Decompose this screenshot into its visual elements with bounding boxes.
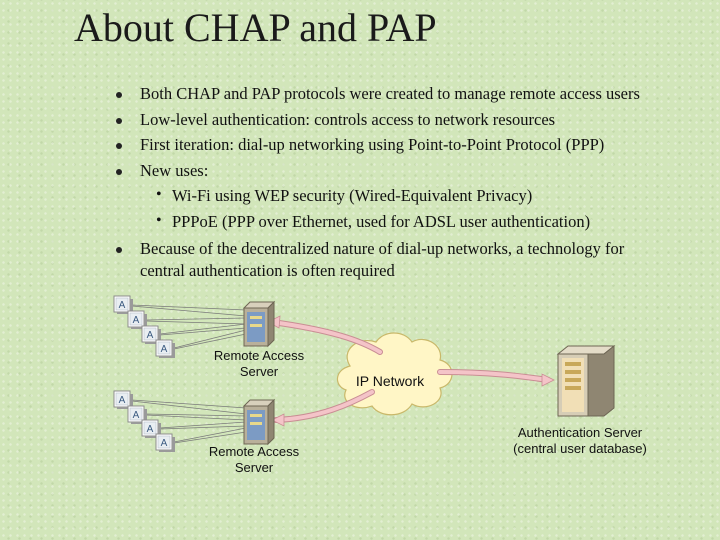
svg-text:A: A bbox=[119, 395, 126, 406]
client-group-bottom: A A A A bbox=[113, 390, 176, 453]
bullet-dot-icon bbox=[116, 118, 122, 124]
svg-text:A: A bbox=[133, 315, 140, 326]
bullet-item: Because of the decentralized nature of d… bbox=[116, 239, 624, 259]
svg-text:A: A bbox=[161, 344, 168, 355]
client-computer-icon: A bbox=[155, 339, 176, 359]
client-computer-icon: A bbox=[113, 390, 134, 410]
client-computer-icon: A bbox=[113, 295, 134, 315]
ras-bottom-label: Remote Access bbox=[209, 444, 300, 459]
client-computer-icon: A bbox=[141, 419, 162, 439]
bullet-item: Both CHAP and PAP protocols were created… bbox=[116, 84, 640, 104]
bullet-item: New uses: bbox=[116, 161, 208, 181]
ras-top-label: Server bbox=[240, 364, 279, 379]
sub-bullet-icon: • bbox=[156, 212, 162, 229]
bullet-item: First iteration: dial-up networking usin… bbox=[116, 135, 604, 155]
client-computer-icon: A bbox=[127, 405, 148, 425]
client-links-bottom bbox=[131, 399, 247, 444]
sub-bullet-icon: • bbox=[156, 186, 162, 203]
client-computer-icon: A bbox=[127, 310, 148, 330]
svg-text:A: A bbox=[133, 410, 140, 421]
auth-server-label: Authentication Server bbox=[518, 425, 643, 440]
bullet-continuation: central authentication is often required bbox=[140, 261, 395, 280]
bullet-dot-icon bbox=[116, 92, 122, 98]
bullet-dot-icon bbox=[116, 169, 122, 175]
ras-bottom-label: Server bbox=[235, 460, 274, 475]
slide-title: About CHAP and PAP bbox=[74, 5, 437, 50]
svg-text:A: A bbox=[147, 424, 154, 435]
bullet-dot-icon bbox=[116, 143, 122, 149]
remote-access-server-icon bbox=[243, 399, 275, 445]
auth-server-label: (central user database) bbox=[513, 441, 647, 456]
client-computer-icon: A bbox=[155, 433, 176, 453]
authentication-server-icon bbox=[557, 345, 615, 417]
sub-bullet-item: • Wi-Fi using WEP security (Wired-Equiva… bbox=[156, 186, 533, 205]
network-links bbox=[267, 315, 555, 427]
client-computer-icon: A bbox=[141, 325, 162, 345]
svg-text:A: A bbox=[119, 300, 126, 311]
svg-text:A: A bbox=[161, 438, 168, 449]
client-group-top: A A A A bbox=[113, 295, 176, 359]
ras-top-label: Remote Access bbox=[214, 348, 305, 363]
client-links-top bbox=[131, 304, 247, 350]
bullet-dot-icon bbox=[116, 247, 122, 253]
remote-access-server-icon bbox=[243, 301, 275, 347]
bullet-item: Low-level authentication: controls acces… bbox=[116, 110, 555, 130]
svg-text:A: A bbox=[147, 330, 154, 341]
ip-network-label: IP Network bbox=[356, 373, 425, 389]
sub-bullet-item: • PPPoE (PPP over Ethernet, used for ADS… bbox=[156, 212, 591, 231]
